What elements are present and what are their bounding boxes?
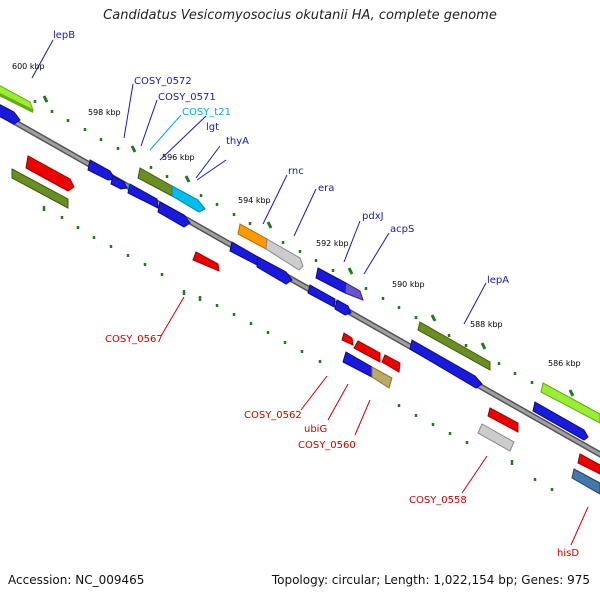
map-title: Candidatus Vesicomyosocius okutanii HA, … <box>103 8 497 23</box>
leader-lines-reverse <box>160 296 589 546</box>
gene-era[interactable] <box>265 238 304 271</box>
gene-inner-597a[interactable] <box>127 183 159 209</box>
label-era[interactable]: era <box>318 183 334 194</box>
gene-cosy-0562c[interactable] <box>381 354 401 373</box>
forward-strand-inner <box>0 102 589 441</box>
label-cosy0567[interactable]: COSY_0567 <box>105 334 163 345</box>
gene-inner-600[interactable] <box>0 102 21 125</box>
scale-track-lower <box>12 176 554 491</box>
gene-acpS[interactable] <box>344 282 364 301</box>
scale-track-upper <box>33 100 584 412</box>
scale-label-592: 592 kbp <box>316 239 349 248</box>
leader-cosy-t21 <box>149 114 182 151</box>
gene-cosy0562[interactable] <box>341 332 354 346</box>
gene-labels-reverse: COSY_0567 COSY_0562 ubiG COSY_0560 COSY_… <box>105 334 579 559</box>
gene-lepA[interactable] <box>417 321 491 371</box>
gene-pdxJ[interactable] <box>315 267 347 294</box>
gene-lepB-shadow <box>0 93 33 113</box>
label-pdxJ[interactable]: pdxJ <box>362 211 384 222</box>
gene-cosy0558[interactable] <box>477 423 515 452</box>
label-cosy-t21[interactable]: COSY_t21 <box>182 107 231 118</box>
gene-cosy0560[interactable] <box>371 366 393 389</box>
gene-cosy-0562b[interactable] <box>353 340 381 363</box>
label-cosy0560[interactable]: COSY_0560 <box>298 440 356 451</box>
gene-cosy0572[interactable] <box>87 159 116 181</box>
gene-inner-591b[interactable] <box>334 299 352 316</box>
gene-inner-591a[interactable] <box>307 284 336 308</box>
gene-586-forward[interactable] <box>540 382 600 424</box>
scale-label-588: 588 kbp <box>470 320 503 329</box>
gene-inner-597b[interactable] <box>157 201 191 228</box>
gene-rev-left-olive[interactable] <box>11 168 69 209</box>
gene-hisD[interactable] <box>571 468 600 495</box>
label-lepA[interactable]: lepA <box>487 275 509 286</box>
label-cosy0562[interactable]: COSY_0562 <box>244 410 302 421</box>
label-rnc[interactable]: rnc <box>288 166 304 177</box>
label-lepB[interactable]: lepB <box>53 30 75 41</box>
label-ubiG[interactable]: ubiG <box>304 424 327 435</box>
leader-lines-forward <box>31 39 487 325</box>
gene-inner-586[interactable] <box>532 401 589 441</box>
label-thyA[interactable]: thyA <box>226 136 249 147</box>
accession-text: Accession: NC_009465 <box>8 573 145 587</box>
scale-label-586: 586 kbp <box>548 359 581 368</box>
gene-thyA[interactable] <box>171 185 206 213</box>
label-acpS[interactable]: acpS <box>390 224 414 235</box>
scale-major-ticks <box>42 95 575 397</box>
genome-summary-text: Topology: circular; Length: 1,022,154 bp… <box>271 573 590 587</box>
gene-cosy0567[interactable] <box>192 251 220 272</box>
scale-label-600: 600 kbp <box>12 62 45 71</box>
gene-labels-forward: lepB COSY_0572 COSY_0571 lgt thyA rnc er… <box>53 30 509 286</box>
label-lgt[interactable]: lgt <box>206 122 219 133</box>
label-hisD[interactable]: hisD <box>557 548 579 559</box>
gene-rev-590[interactable] <box>487 407 519 433</box>
label-cosy0558[interactable]: COSY_0558 <box>409 495 467 506</box>
gene-rnc[interactable] <box>237 223 268 250</box>
forward-strand-features <box>0 85 600 424</box>
scale-label-594: 594 kbp <box>238 196 271 205</box>
scale-labels: 600 kbp 598 kbp 596 kbp 594 kbp 592 kbp … <box>12 62 581 368</box>
gene-rev-585-red[interactable] <box>577 453 600 475</box>
label-cosy0572[interactable]: COSY_0572 <box>134 76 192 87</box>
scale-label-590: 590 kbp <box>392 280 425 289</box>
scale-label-596: 596 kbp <box>162 153 195 162</box>
label-cosy0571[interactable]: COSY_0571 <box>158 92 216 103</box>
gene-inner-594a[interactable] <box>229 241 259 266</box>
gene-rev-left-red[interactable] <box>25 155 75 192</box>
gene-inner-588[interactable] <box>409 339 483 389</box>
reverse-strand-features <box>11 155 600 495</box>
gene-inner-594b[interactable] <box>256 256 293 285</box>
gene-cosy0571[interactable] <box>110 175 128 190</box>
scale-label-598: 598 kbp <box>88 108 121 117</box>
